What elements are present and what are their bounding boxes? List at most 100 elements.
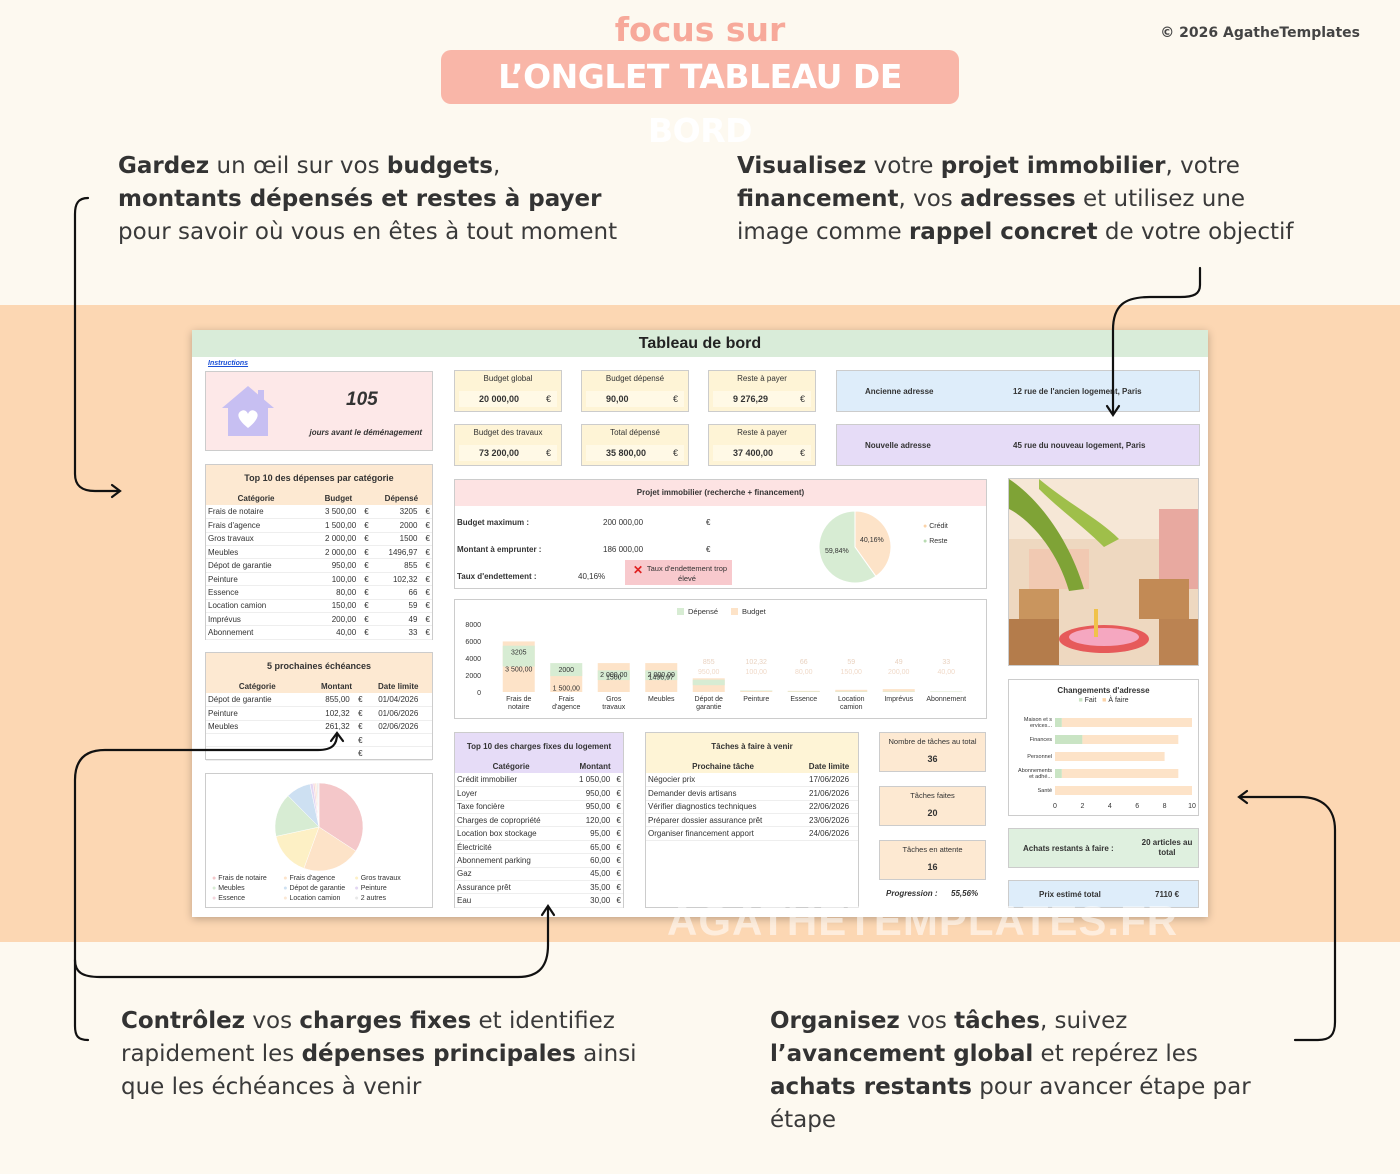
table-cell — [308, 733, 352, 748]
cross-icon: ✕ — [633, 563, 644, 577]
table-cell: 120,00 — [567, 813, 613, 828]
kpi-label: Reste à payer — [737, 374, 787, 383]
bar-budget — [835, 689, 868, 692]
table-cell: 2000 — [370, 518, 420, 533]
callout-budgets: Gardez un œil sur vos budgets, montants … — [118, 153, 618, 245]
old-address-label: Ancienne adresse — [865, 387, 934, 396]
x-tick: 2 — [1080, 803, 1084, 810]
bar-spent — [597, 670, 630, 681]
table-cell: Location camion — [206, 599, 307, 614]
table-cell — [308, 746, 352, 761]
bar-label-budget: 3 500,00 — [505, 666, 532, 673]
bar-todo — [1082, 735, 1179, 744]
kpi-value-cell: 9 276,29 € — [713, 391, 811, 407]
bar-spent — [645, 670, 678, 681]
table-cell: Négocier prix — [646, 773, 801, 788]
table-cell: € — [358, 612, 371, 627]
x-tick: Dépot de — [695, 696, 724, 703]
table-cell: Location box stockage — [455, 826, 568, 841]
deadlines-title: 5 prochaines échéances — [206, 653, 432, 680]
debt-alert-text: Taux d'endettement trop élevé — [646, 564, 728, 583]
table-cell: € — [419, 625, 432, 640]
x-tick: 6 — [1135, 803, 1139, 810]
y-tick: 2000 — [465, 673, 481, 680]
bar-done — [1055, 769, 1062, 778]
x-tick: Imprévus — [884, 696, 913, 703]
table-cell — [206, 733, 309, 748]
table-cell: 1500 — [370, 532, 420, 547]
kpi-value-cell: 73 200,00€ — [459, 445, 557, 461]
callout-tasks: Organisez vos tâches, suivez l’avancemen… — [770, 1008, 1251, 1133]
table-cell: € — [358, 558, 371, 573]
kpi-2: Reste à payer 9 276,29 € — [708, 370, 816, 412]
kpi-value: 9 276,29 — [733, 394, 769, 404]
table-cell: Frais de notaire — [206, 505, 307, 520]
table-cell — [364, 733, 432, 748]
credit-pct: 40,16% — [860, 537, 884, 544]
bar-label-spent: 102,32 — [746, 659, 768, 666]
kpi-unit: € — [545, 448, 551, 458]
table-cell: 102,32 — [308, 706, 352, 721]
expenses-pie-chart — [274, 782, 364, 872]
kpi-value: 37 400,00 — [733, 448, 774, 458]
table-cell: Charges de copropriété — [455, 813, 568, 828]
focus-label: focus sur — [614, 10, 786, 49]
bar-label-budget: 100,00 — [746, 669, 768, 676]
table-cell: 261,32 — [308, 720, 352, 735]
table-cell: € — [351, 706, 365, 721]
table-cell: € — [358, 505, 371, 520]
table-cell: 1496,97 — [370, 545, 420, 560]
table-cell: 950,00 — [306, 558, 359, 573]
new-address-value: 45 rue du nouveau logement, Paris — [1013, 441, 1146, 450]
kpi-label: Reste à payer — [737, 428, 787, 437]
y-tick: 4000 — [465, 656, 481, 663]
instructions-link[interactable]: Instructions — [208, 360, 249, 367]
kpi-unit: € — [672, 394, 678, 404]
task-stat-label: Tâches faites — [910, 791, 955, 800]
table-cell: 1 500,00 — [306, 518, 359, 533]
x-tick: Essence — [790, 696, 817, 703]
table-cell: 30,00 — [567, 893, 613, 908]
table-cell: Peinture — [206, 706, 309, 721]
top10-expenses: Top 10 des dépenses par catégorie Catégo… — [205, 464, 433, 640]
bar-label-spent: 855 — [703, 659, 715, 666]
table-cell: € — [351, 746, 365, 761]
table-cell — [206, 746, 309, 761]
purchases-label: Achats restants à faire : — [1023, 844, 1114, 853]
kpi-unit: € — [799, 394, 805, 404]
legend-swatch — [731, 608, 738, 615]
x-tick: camion — [840, 704, 863, 711]
table-cell: Eau — [455, 893, 568, 908]
table-cell: 02/06/2026 — [364, 720, 432, 735]
callout-project: Visualisez votre projet immobilier, votr… — [737, 153, 1294, 245]
row-label: Finances — [1030, 737, 1053, 743]
table-cell: € — [419, 505, 432, 520]
row-label: Santé — [1038, 788, 1052, 794]
table-cell: € — [612, 773, 623, 788]
bar-budget — [740, 690, 773, 692]
col-task: Prochaine tâche — [692, 762, 754, 772]
legend-credit: ● Crédit — [923, 523, 948, 530]
task-stat-value: 36 — [927, 754, 938, 764]
table-cell: 01/04/2026 — [364, 693, 432, 708]
bar-spent — [550, 663, 583, 677]
debt-alert: ✕ Taux d'endettement trop élevé — [625, 560, 732, 585]
top10-title: Top 10 des dépenses par catégorie — [206, 465, 432, 492]
table-cell: 102,32 — [370, 572, 420, 587]
debt-rate-value: 40,16% — [578, 572, 606, 581]
table-cell: 60,00 — [567, 853, 613, 868]
table-cell: Meubles — [206, 720, 309, 735]
table-cell: Demander devis artisans — [646, 786, 801, 801]
table-cell: 01/06/2026 — [364, 706, 432, 721]
